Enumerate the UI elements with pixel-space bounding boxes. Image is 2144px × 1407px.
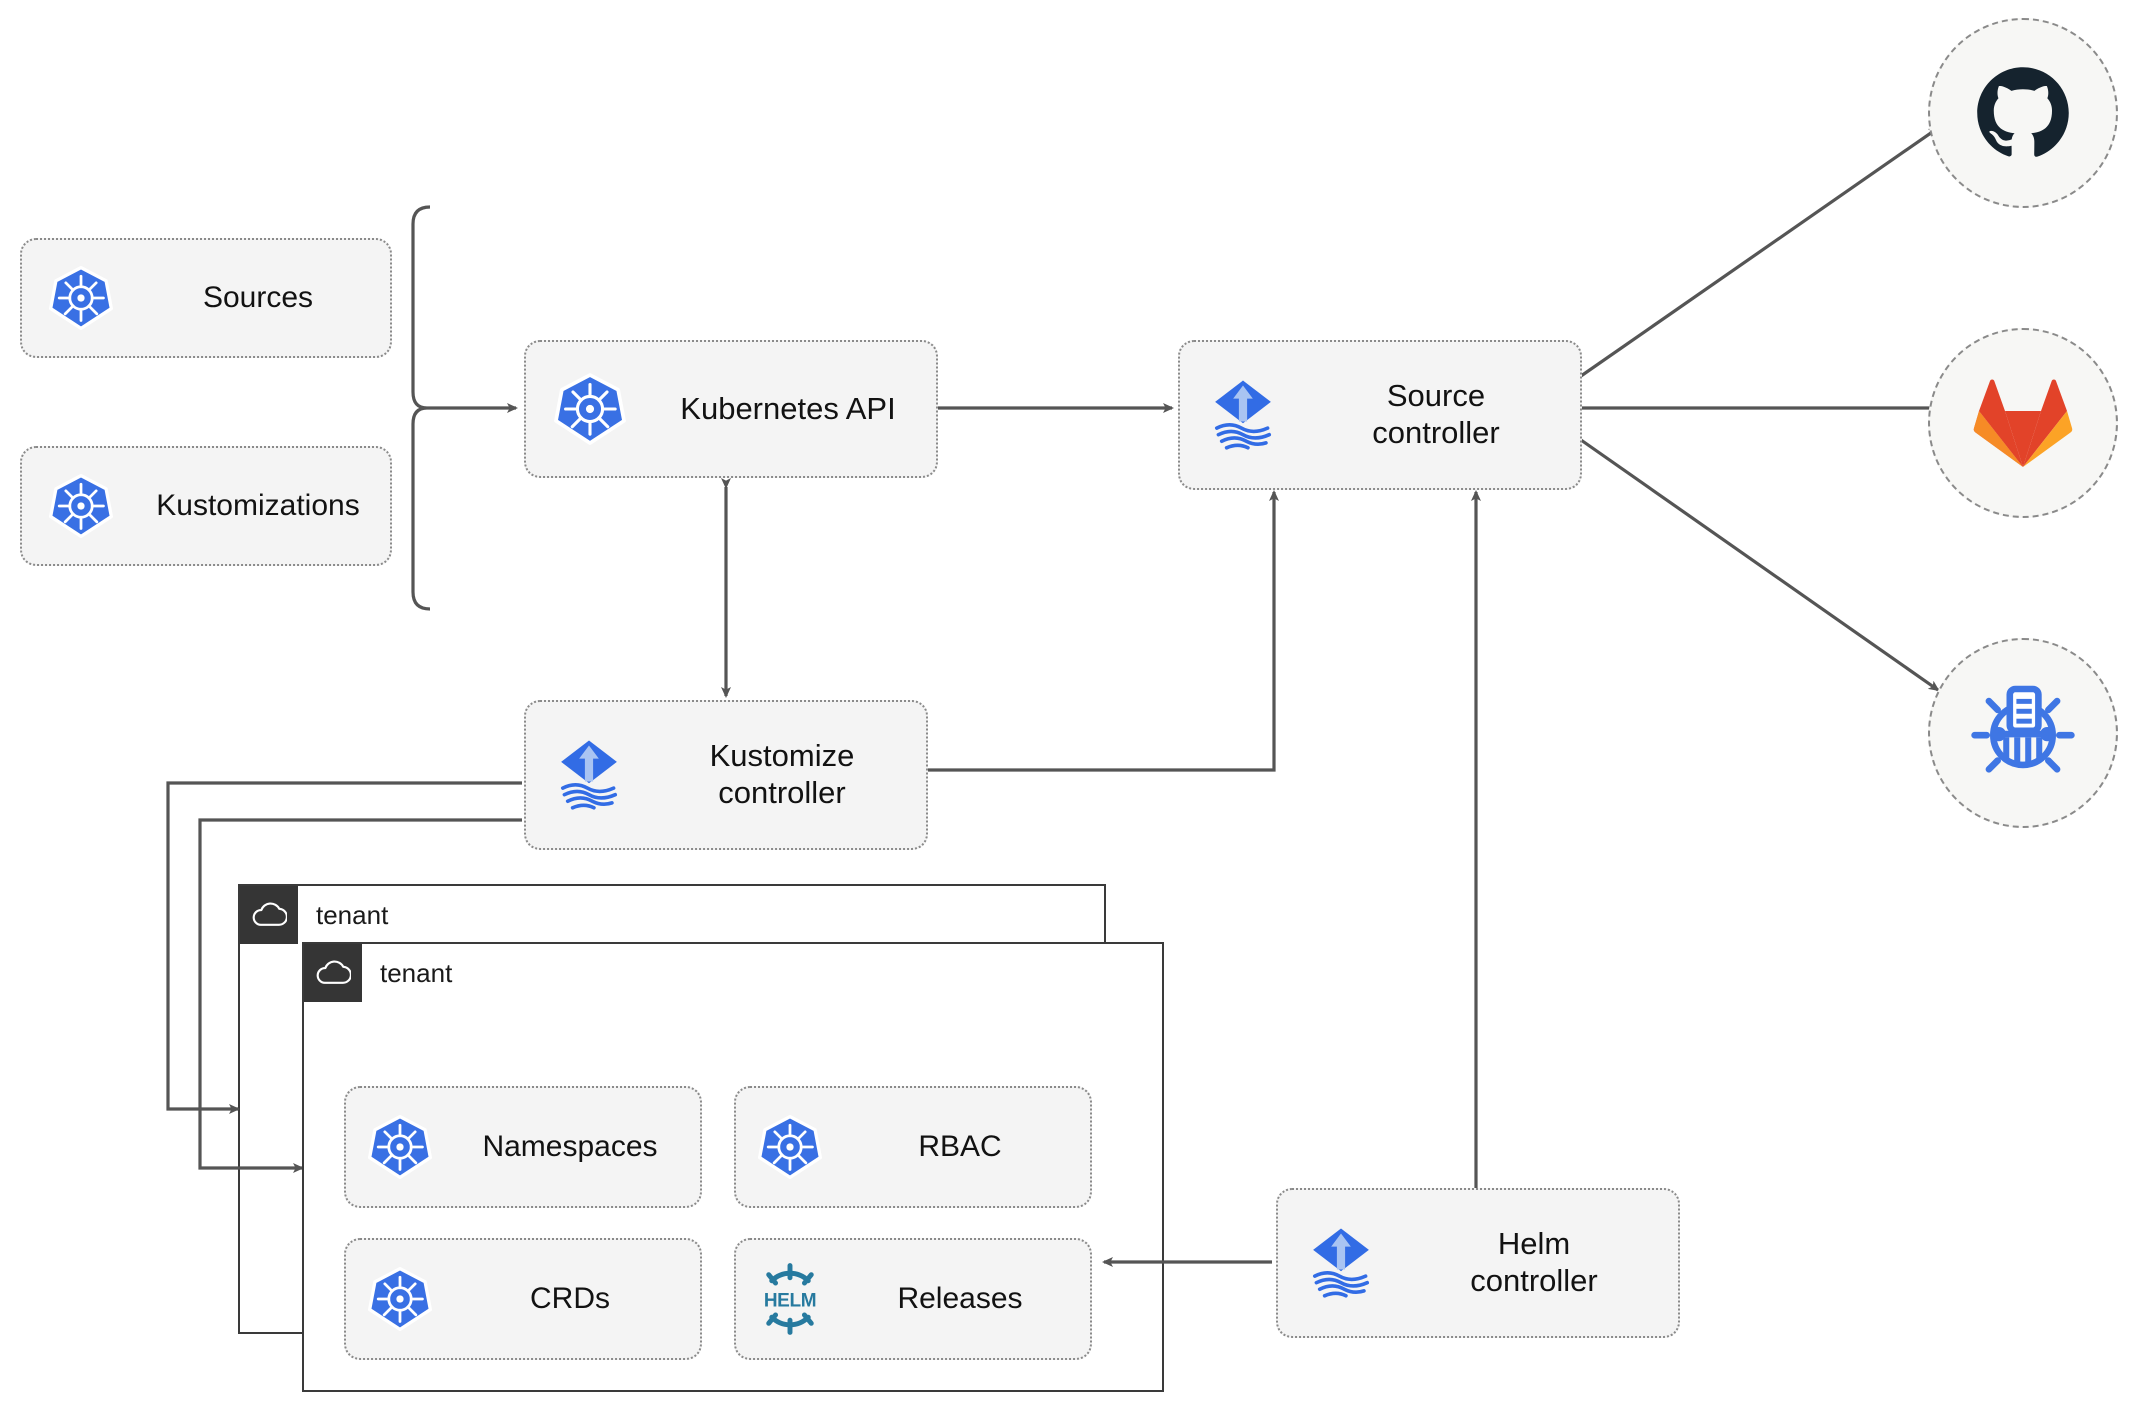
kubernetes-icon bbox=[346, 1114, 454, 1180]
node-label: Releases bbox=[897, 1282, 1023, 1316]
node-kustomize-controller[interactable]: Kustomize controller bbox=[524, 700, 928, 850]
tenant-container-front[interactable]: tenant Namespaces bbox=[302, 942, 1164, 1392]
svg-text:HELM: HELM bbox=[764, 1291, 816, 1312]
tenant-label: tenant bbox=[380, 957, 453, 988]
kubernetes-icon bbox=[22, 265, 140, 331]
cloud-icon bbox=[240, 886, 298, 944]
edge-source-to-bucket bbox=[1580, 438, 1940, 692]
node-label: Kustomizations bbox=[156, 489, 360, 523]
node-label: Helm controller bbox=[1470, 1226, 1598, 1298]
flux-icon bbox=[1180, 374, 1306, 456]
node-label: Kustomize controller bbox=[709, 738, 855, 810]
provider-github[interactable] bbox=[1928, 18, 2118, 208]
cloud-icon bbox=[304, 944, 362, 1002]
input-group-bracket bbox=[411, 205, 431, 611]
kubernetes-icon bbox=[526, 372, 654, 446]
node-label: Namespaces bbox=[482, 1130, 658, 1164]
node-helm-controller[interactable]: Helm controller bbox=[1276, 1188, 1680, 1338]
helm-icon: HELM bbox=[736, 1261, 844, 1337]
node-namespaces[interactable]: Namespaces bbox=[344, 1086, 702, 1208]
node-sources[interactable]: Sources bbox=[20, 238, 392, 358]
kubernetes-icon bbox=[346, 1266, 454, 1332]
provider-gitlab[interactable] bbox=[1928, 328, 2118, 518]
edge-source-to-github bbox=[1580, 126, 1940, 378]
bucket-icon bbox=[1971, 685, 2075, 773]
node-source-controller[interactable]: Source controller bbox=[1178, 340, 1582, 490]
provider-bucket[interactable] bbox=[1928, 638, 2118, 828]
node-label: Sources bbox=[202, 281, 314, 315]
node-rbac[interactable]: RBAC bbox=[734, 1086, 1092, 1208]
kubernetes-icon bbox=[736, 1114, 844, 1180]
gitlab-icon bbox=[1973, 379, 2073, 467]
flux-icon bbox=[1278, 1222, 1404, 1304]
kubernetes-icon bbox=[22, 473, 140, 539]
flux-icon bbox=[526, 734, 652, 816]
node-kustomizations[interactable]: Kustomizations bbox=[20, 446, 392, 566]
edge-kustomize-to-source bbox=[928, 490, 1279, 772]
github-icon bbox=[1977, 67, 2069, 157]
node-crds[interactable]: CRDs bbox=[344, 1238, 702, 1360]
node-label: Kubernetes API bbox=[680, 390, 896, 426]
node-label: RBAC bbox=[918, 1130, 1002, 1164]
node-kubernetes-api[interactable]: Kubernetes API bbox=[524, 340, 938, 478]
node-label: CRDs bbox=[530, 1282, 610, 1316]
node-label: Source controller bbox=[1372, 378, 1500, 450]
tenant-label: tenant bbox=[316, 899, 389, 930]
node-releases[interactable]: HELM Releases bbox=[734, 1238, 1092, 1360]
